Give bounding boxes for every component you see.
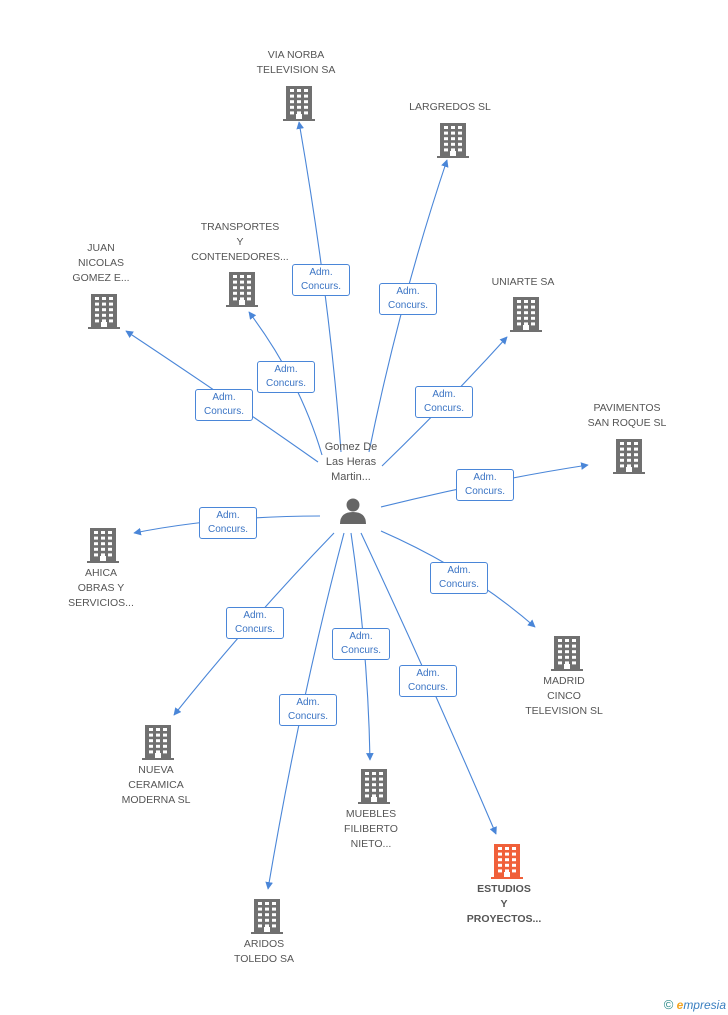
company-label-line: PROYECTOS... <box>466 913 542 925</box>
brand-logo-initial: e <box>676 998 684 1012</box>
relation-box-juan-nicolas[interactable]: Adm. Concurs. <box>195 389 253 421</box>
relation-text: Adm. <box>274 364 298 375</box>
company-label-line: MUEBLES <box>345 808 397 820</box>
relation-text: Concurs. <box>407 682 448 693</box>
relation-text: Adm. <box>349 631 373 642</box>
company-label-line: CERAMICA <box>128 779 184 791</box>
company-label-line: TELEVISION SA <box>256 64 336 76</box>
relation-text: Concurs. <box>203 406 244 417</box>
building-icon-nueva-ceramica[interactable] <box>142 725 174 760</box>
relation-text: Adm. <box>473 472 497 483</box>
building-icon-largredos[interactable] <box>437 123 469 158</box>
company-label-uniarte[interactable]: UNIARTE SA <box>492 275 555 290</box>
company-label-aridos[interactable]: ARIDOS TOLEDO SA <box>234 937 294 967</box>
relation-text: Adm. <box>309 267 333 278</box>
relation-box-aridos[interactable]: Adm. Concurs. <box>279 694 337 726</box>
company-label-line: GOMEZ E... <box>72 272 130 284</box>
company-label-line: VIA NORBA <box>267 49 325 61</box>
footer-brand[interactable]: © empresia <box>664 997 726 1012</box>
company-label-line: TRANSPORTES <box>200 221 280 233</box>
company-label-ahica[interactable]: AHICA OBRAS Y SERVICIOS... <box>68 566 134 611</box>
company-label-line: NUEVA <box>138 764 174 776</box>
relation-box-ahica[interactable]: Adm. Concurs. <box>199 507 257 539</box>
relation-text: Adm. <box>212 392 236 403</box>
company-label-pavimentos[interactable]: PAVIMENTOS SAN ROQUE SL <box>588 401 667 431</box>
relation-box-estudios[interactable]: Adm. Concurs. <box>399 665 457 697</box>
brand-logo-text: mpresia <box>683 998 726 1012</box>
company-label-nueva-ceramica[interactable]: NUEVA CERAMICA MODERNA SL <box>122 763 191 808</box>
company-label-line: TELEVISION SL <box>525 705 603 717</box>
relation-text: Adm. <box>243 610 267 621</box>
relation-text: Concurs. <box>387 300 428 311</box>
building-icon-estudios[interactable] <box>491 844 523 879</box>
relation-box-madrid-cinco[interactable]: Adm. Concurs. <box>430 562 488 594</box>
company-label-line: UNIARTE SA <box>491 276 555 288</box>
company-label-line: NIETO... <box>350 838 392 850</box>
relation-text: Adm. <box>432 389 456 400</box>
relation-text: Concurs. <box>464 486 505 497</box>
building-icon-via-norba[interactable] <box>283 86 315 121</box>
relation-text: Concurs. <box>300 281 341 292</box>
company-label-via-norba[interactable]: VIA NORBA TELEVISION SA <box>257 48 336 78</box>
company-label-line: AHICA <box>84 567 118 579</box>
relation-box-uniarte[interactable]: Adm. Concurs. <box>415 386 473 418</box>
company-label-largredos[interactable]: LARGREDOS SL <box>409 100 491 115</box>
center-name-line-2: Las Heras <box>325 456 377 468</box>
relation-text: Adm. <box>416 668 440 679</box>
company-label-line: SERVICIOS... <box>68 597 134 609</box>
company-label-line: NICOLAS <box>77 257 125 269</box>
relation-text: Concurs. <box>265 378 306 389</box>
relation-text: Concurs. <box>438 579 479 590</box>
company-label-line: MODERNA SL <box>121 794 191 806</box>
company-label-madrid-cinco[interactable]: MADRID CINCO TELEVISION SL <box>525 674 603 719</box>
company-label-line: ARIDOS <box>243 938 285 950</box>
company-label-line: CINCO <box>547 690 581 702</box>
company-label-line: JUAN <box>87 242 115 254</box>
building-icon-aridos[interactable] <box>251 899 283 934</box>
building-icon-pavimentos[interactable] <box>613 439 645 474</box>
relation-box-pavimentos[interactable]: Adm. Concurs. <box>456 469 514 501</box>
relation-text: Concurs. <box>207 524 248 535</box>
building-icon-madrid-cinco[interactable] <box>551 636 583 671</box>
relation-text: Concurs. <box>287 711 328 722</box>
company-label-line: ESTUDIOS <box>477 883 531 895</box>
building-icon-muebles[interactable] <box>358 769 390 804</box>
company-label-line: LARGREDOS SL <box>409 101 491 113</box>
center-person-label[interactable]: Gomez De Las Heras Martin... <box>325 440 378 485</box>
company-label-line: CONTENEDORES... <box>191 251 289 263</box>
relation-text: Concurs. <box>234 624 275 635</box>
relation-box-largredos[interactable]: Adm. Concurs. <box>379 283 437 315</box>
building-icon-uniarte[interactable] <box>510 297 542 332</box>
building-icon-ahica[interactable] <box>87 528 119 563</box>
relation-text: Adm. <box>447 565 471 576</box>
building-icon-juan-nicolas[interactable] <box>88 294 120 329</box>
relation-text: Adm. <box>216 510 240 521</box>
relation-text: Concurs. <box>340 645 381 656</box>
company-label-line: MADRID <box>543 675 585 687</box>
relation-box-transportes[interactable]: Adm. Concurs. <box>257 361 315 393</box>
company-label-line: PAVIMENTOS <box>593 402 661 414</box>
relation-text: Adm. <box>396 286 420 297</box>
company-label-line: OBRAS Y <box>77 582 125 594</box>
person-icon[interactable] <box>340 498 366 525</box>
company-label-muebles[interactable]: MUEBLES FILIBERTO NIETO... <box>344 807 398 852</box>
center-name-line-1: Gomez De <box>324 441 378 453</box>
relation-box-nueva-ceramica[interactable]: Adm. Concurs. <box>226 607 284 639</box>
company-label-line: TOLEDO SA <box>234 953 294 965</box>
center-name-line-3: Martin... <box>331 471 371 483</box>
company-label-line: FILIBERTO <box>344 823 398 835</box>
relation-box-via-norba[interactable]: Adm. Concurs. <box>292 264 350 296</box>
company-label-line: Y <box>500 898 508 910</box>
company-label-juan-nicolas[interactable]: JUAN NICOLAS GOMEZ E... <box>72 241 129 286</box>
relation-text: Adm. <box>296 697 320 708</box>
company-label-line: SAN ROQUE SL <box>587 417 667 429</box>
company-label-estudios[interactable]: ESTUDIOS Y PROYECTOS... <box>467 882 542 927</box>
relation-text: Concurs. <box>423 403 464 414</box>
copyright-symbol: © <box>663 997 674 1012</box>
building-icon-transportes[interactable] <box>226 272 258 307</box>
relation-box-muebles[interactable]: Adm. Concurs. <box>332 628 390 660</box>
company-label-line: Y <box>236 236 244 248</box>
company-label-transportes[interactable]: TRANSPORTES Y CONTENEDORES... <box>191 220 288 265</box>
